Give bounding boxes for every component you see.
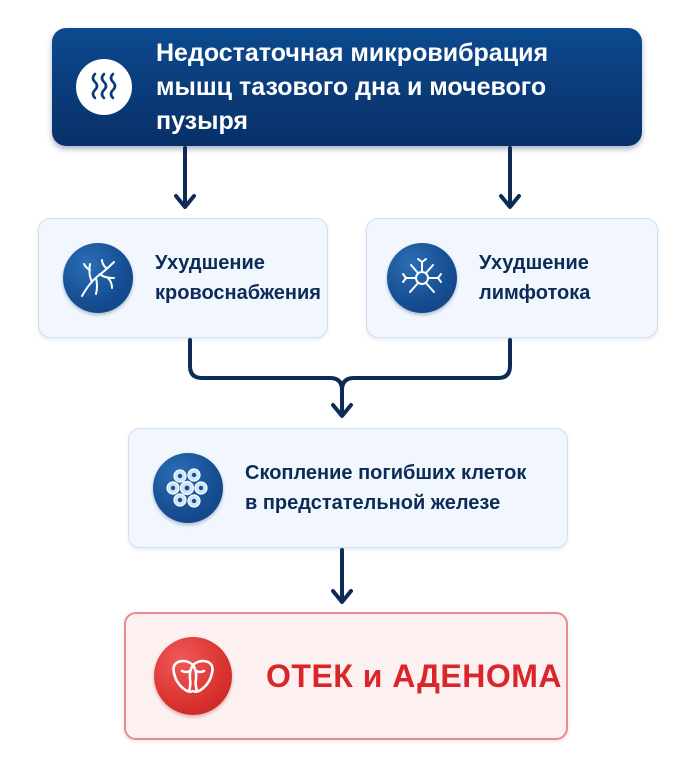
node-top-label: Недостаточная микровибрация мышц тазовог… <box>156 36 642 138</box>
node-left-line1: Ухудшение <box>155 252 265 274</box>
node-mid-line2: в предстательной железе <box>245 492 501 514</box>
node-dead-cells: Скопление погибших клеток в предстательн… <box>128 428 568 548</box>
node-right-line1: Ухудшение <box>479 252 589 274</box>
cells-cluster-icon <box>153 453 223 523</box>
node-edema-adenoma: ОТЕК и АДЕНОМА <box>124 612 568 740</box>
node-blood-supply: Ухудшение кровоснабжения <box>38 218 328 338</box>
node-insufficient-microvibration: Недостаточная микровибрация мышц тазовог… <box>52 28 642 146</box>
node-right-line2: лимфотока <box>479 282 591 304</box>
node-bottom-label: ОТЕК и АДЕНОМА <box>266 657 562 694</box>
merge-right-branch <box>340 338 512 392</box>
blood-vessels-icon <box>63 243 133 313</box>
prostate-icon <box>154 637 232 715</box>
arrowhead-mid <box>331 403 353 418</box>
node-left-line2: кровоснабжения <box>155 282 321 304</box>
node-top-line1: Недостаточная микровибрация <box>156 39 549 67</box>
merge-left-branch <box>188 338 344 414</box>
node-mid-line1: Скопление погибших клеток <box>245 462 527 484</box>
vibration-waves-icon <box>76 59 132 115</box>
arrowhead-left <box>174 194 196 209</box>
node-left-label: Ухудшение кровоснабжения <box>155 248 321 308</box>
node-mid-label: Скопление погибших клеток в предстательн… <box>245 458 526 518</box>
arrowhead-bottom <box>331 589 353 604</box>
node-top-line2: мышц тазового дна и мочевого пузыря <box>156 73 547 135</box>
node-lymph-flow: Ухудшение лимфотока <box>366 218 658 338</box>
node-right-label: Ухудшение лимфотока <box>479 248 590 308</box>
arrowhead-right <box>499 194 521 209</box>
lymph-node-icon <box>387 243 457 313</box>
